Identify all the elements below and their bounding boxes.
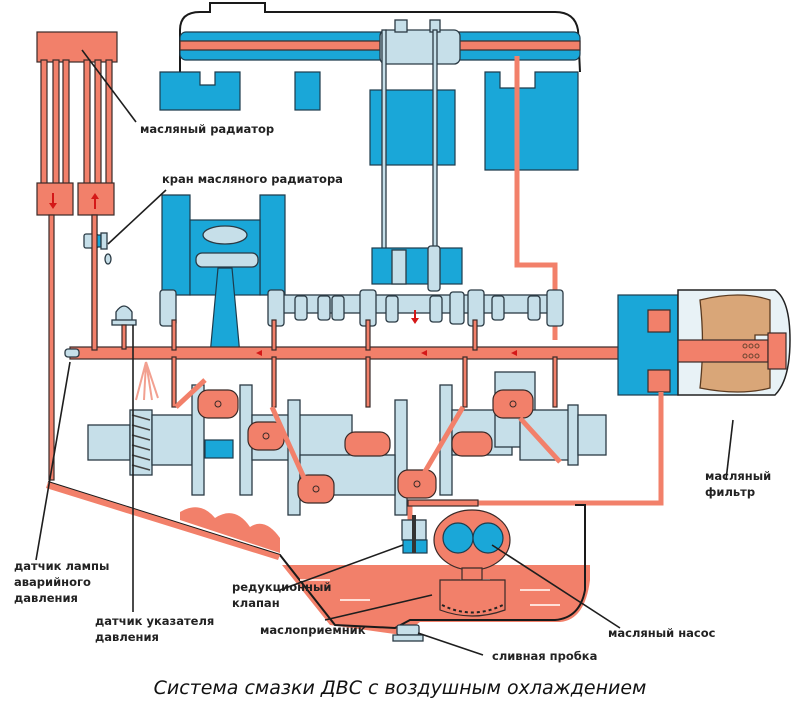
low-pressure-sensor xyxy=(64,348,80,358)
flow-arrow-down xyxy=(411,310,419,324)
oil-spray xyxy=(135,361,159,401)
label-oil-intake: маслоприемник xyxy=(260,623,366,637)
oil-intake xyxy=(439,579,506,617)
relief-valve xyxy=(401,515,428,554)
label-oil-radiator: масляный радиатор xyxy=(140,122,274,136)
label-radiator-valve: кран масляного радиатора xyxy=(162,172,343,186)
label-pressure-gauge-sensor-2: давления xyxy=(95,630,159,644)
oil-filter xyxy=(617,289,791,396)
oil-sump xyxy=(46,481,590,635)
camshaft xyxy=(159,289,564,327)
rocker-shaft-oil-right xyxy=(454,40,581,51)
rocker-shaft-oil-left xyxy=(179,40,381,51)
drain-plug xyxy=(392,624,424,642)
flow-arrow-down xyxy=(49,193,57,209)
oil-line-pump-to-filter xyxy=(407,392,664,525)
main-oil-gallery xyxy=(64,214,731,408)
diagram-caption: Система смазки ДВС с воздушным охлаждени… xyxy=(154,677,647,699)
label-oil-filter-2: фильтр xyxy=(705,485,755,499)
pressure-gauge-sensor xyxy=(111,305,137,350)
flow-arrow-up xyxy=(91,193,99,209)
label-relief-valve-2: клапан xyxy=(232,596,280,610)
label-low-pressure-sensor-3: давления xyxy=(14,591,78,605)
label-relief-valve: редукционный xyxy=(232,580,331,594)
cylinder-and-piston xyxy=(161,194,286,356)
tappet-block xyxy=(371,245,463,292)
label-oil-filter: масляный xyxy=(705,469,771,483)
label-oil-pump: масляный насос xyxy=(608,626,716,640)
leader-lines xyxy=(35,49,734,656)
oil-pump xyxy=(407,499,511,581)
label-low-pressure-sensor-2: аварийного xyxy=(14,575,91,589)
label-pressure-gauge-sensor: датчик указателя xyxy=(95,614,214,628)
label-low-pressure-sensor: датчик лампы xyxy=(14,559,109,573)
label-drain-plug: сливная пробка xyxy=(492,649,597,663)
rocker-cover xyxy=(159,2,581,281)
crankshaft xyxy=(87,371,607,516)
